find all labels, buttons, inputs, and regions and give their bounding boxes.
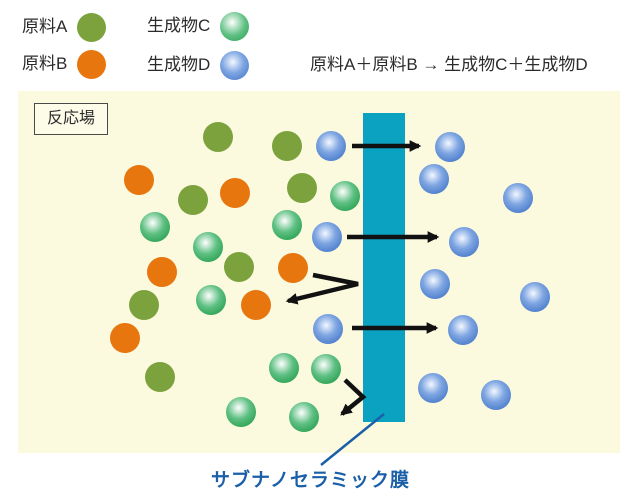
molecule-product-c (140, 212, 170, 242)
molecule-product-c (311, 354, 341, 384)
legend-item-raw-b: 原料B (22, 49, 107, 79)
molecule-raw-b (278, 253, 308, 283)
reaction-field-label: 反応場 (34, 103, 109, 135)
ceramic-membrane-bar (363, 113, 405, 422)
legend-item-product-c: 生成物C (147, 11, 250, 41)
molecule-raw-a (287, 173, 317, 203)
product-d-swatch-icon (220, 50, 250, 80)
legend-item-product-d: 生成物D (147, 50, 250, 80)
molecule-raw-a (203, 122, 233, 152)
molecule-product-d (435, 132, 465, 162)
molecule-raw-a (145, 362, 175, 392)
molecule-product-c (289, 402, 319, 432)
legend-label-raw-a: 原料A (22, 17, 68, 36)
molecule-product-d (419, 164, 449, 194)
molecule-product-d (520, 282, 550, 312)
molecule-raw-a (178, 185, 208, 215)
molecule-product-d (316, 131, 346, 161)
molecule-raw-b (110, 323, 140, 353)
molecule-product-c (272, 210, 302, 240)
molecule-raw-b (241, 290, 271, 320)
molecule-product-d (418, 373, 448, 403)
molecule-product-c (193, 232, 223, 262)
molecule-product-d (449, 227, 479, 257)
molecule-product-c (196, 285, 226, 315)
rejection-arrow (340, 378, 367, 416)
molecule-raw-b (147, 257, 177, 287)
molecule-raw-a (224, 252, 254, 282)
molecule-product-d (448, 315, 478, 345)
membrane-label: サブナノセラミック膜 (211, 470, 411, 491)
molecule-product-d (503, 183, 533, 213)
legend-label-product-c: 生成物C (147, 16, 211, 35)
membrane-label-leader-line (320, 413, 385, 466)
rejection-arrow (285, 272, 359, 305)
molecule-raw-a (129, 290, 159, 320)
legend-label-raw-b: 原料B (22, 54, 68, 73)
molecule-product-c (330, 181, 360, 211)
molecule-product-d (313, 314, 343, 344)
molecule-raw-b (220, 178, 250, 208)
molecule-product-c (269, 353, 299, 383)
product-c-swatch-icon (220, 11, 250, 41)
raw-b-swatch-icon (77, 49, 107, 79)
molecule-product-c (226, 397, 256, 427)
raw-a-swatch-icon (77, 12, 107, 42)
molecule-product-d (312, 222, 342, 252)
molecule-raw-b (124, 165, 154, 195)
legend-item-raw-a: 原料A (22, 12, 107, 42)
molecule-raw-a (272, 131, 302, 161)
molecule-product-d (420, 269, 450, 299)
reaction-formula: 原料A＋原料B → 生成物C＋生成物D (310, 55, 588, 74)
molecule-product-d (481, 380, 511, 410)
legend-label-product-d: 生成物D (147, 55, 211, 74)
